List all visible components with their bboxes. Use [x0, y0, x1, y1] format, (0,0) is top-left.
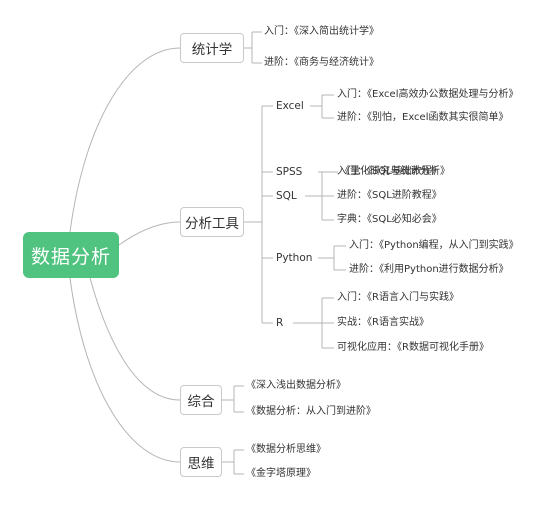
category-thinking: 思维: [180, 447, 222, 477]
link-root-tools: [118, 221, 181, 246]
python-item-2: 进阶：《利用Python进行数据分析》: [349, 264, 509, 275]
excel-item-2: 进阶：《别怕，Excel函数其实很简单》: [337, 112, 509, 123]
tool-spss: SPSS: [276, 166, 303, 178]
stats-item-2: 进阶：《商务与经济统计》: [264, 57, 379, 68]
tool-r: R: [276, 317, 284, 329]
excel-item-1: 入门：《Excel高效办公数据处理与分析》: [337, 89, 519, 100]
link-root-general: [89, 277, 181, 401]
category-general: 综合: [180, 385, 222, 415]
category-stats: 统计学: [180, 33, 244, 63]
root-node: 数据分析: [23, 232, 119, 278]
link-root-stats: [69, 47, 181, 233]
python-item-1: 入门：《Python编程，从入门到实践》: [349, 240, 519, 251]
general-item-1: 《深入浅出数据分析》: [246, 380, 346, 391]
tool-python: Python: [276, 252, 313, 264]
r-item-3: 可视化应用：《R数据可视化手册》: [337, 342, 489, 353]
thinking-item-2: 《金字塔原理》: [246, 468, 316, 479]
sql-item-1: 入门：《SQL基础教程》: [337, 166, 442, 177]
r-item-1: 入门：《R语言入门与实践》: [337, 292, 459, 303]
stats-item-1: 入门：《深入简出统计学》: [264, 26, 379, 37]
sql-item-2: 进阶：《SQL进阶教程》: [337, 190, 442, 201]
sql-item-3: 字典：《SQL必知必会》: [337, 214, 442, 225]
tool-excel: Excel: [276, 100, 304, 112]
tool-sql: SQL: [276, 190, 297, 202]
r-item-2: 实战：《R语言实战》: [337, 317, 429, 328]
spss-item-1: 《量化研究与统计分析》: [340, 166, 450, 177]
thinking-item-1: 《数据分析思维》: [246, 444, 326, 455]
category-tools: 分析工具: [180, 207, 244, 237]
general-item-2: 《数据分析：从入门到进阶》: [246, 406, 376, 417]
link-root-thinking: [69, 277, 181, 463]
